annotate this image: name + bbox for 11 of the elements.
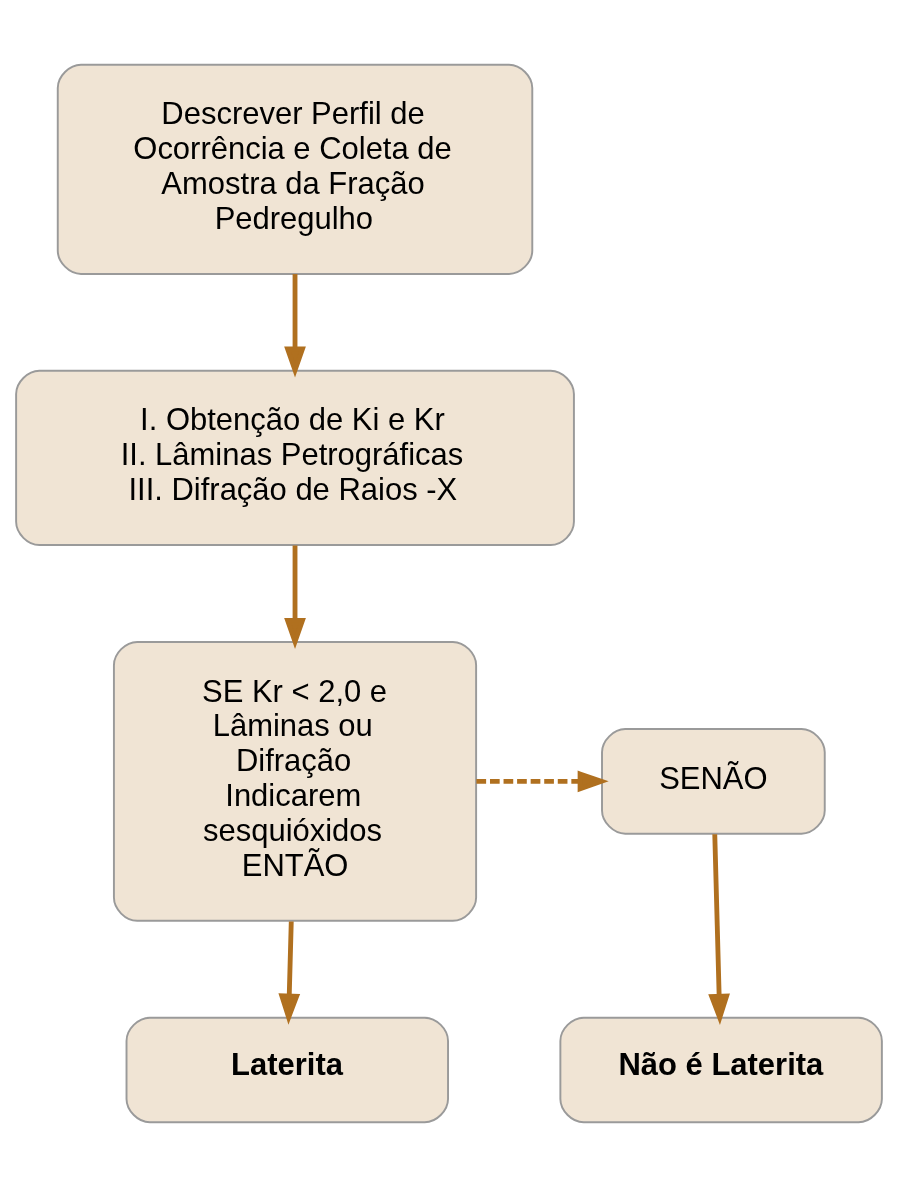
arrow <box>708 834 730 1025</box>
arrow <box>284 274 306 378</box>
node-box: SE Kr < 2,0 e Lâminas ou Difração Indicarem sesquióxidos ENTÃO <box>112 640 478 922</box>
arrow <box>476 770 609 793</box>
node-box: Não é Laterita <box>559 1016 883 1124</box>
node-box: Descrever Perfil de Ocorrência e Coleta de Amostra da Fração Pedregulho <box>56 63 534 275</box>
node-box: Laterita <box>125 1016 449 1124</box>
node-box: I. Obtenção de Ki e Kr II. Lâminas Petrográficas III. Difração de Raios -X <box>15 369 575 547</box>
arrow <box>284 545 306 650</box>
arrow <box>278 921 301 1025</box>
node-box: SENÃO <box>601 728 826 835</box>
